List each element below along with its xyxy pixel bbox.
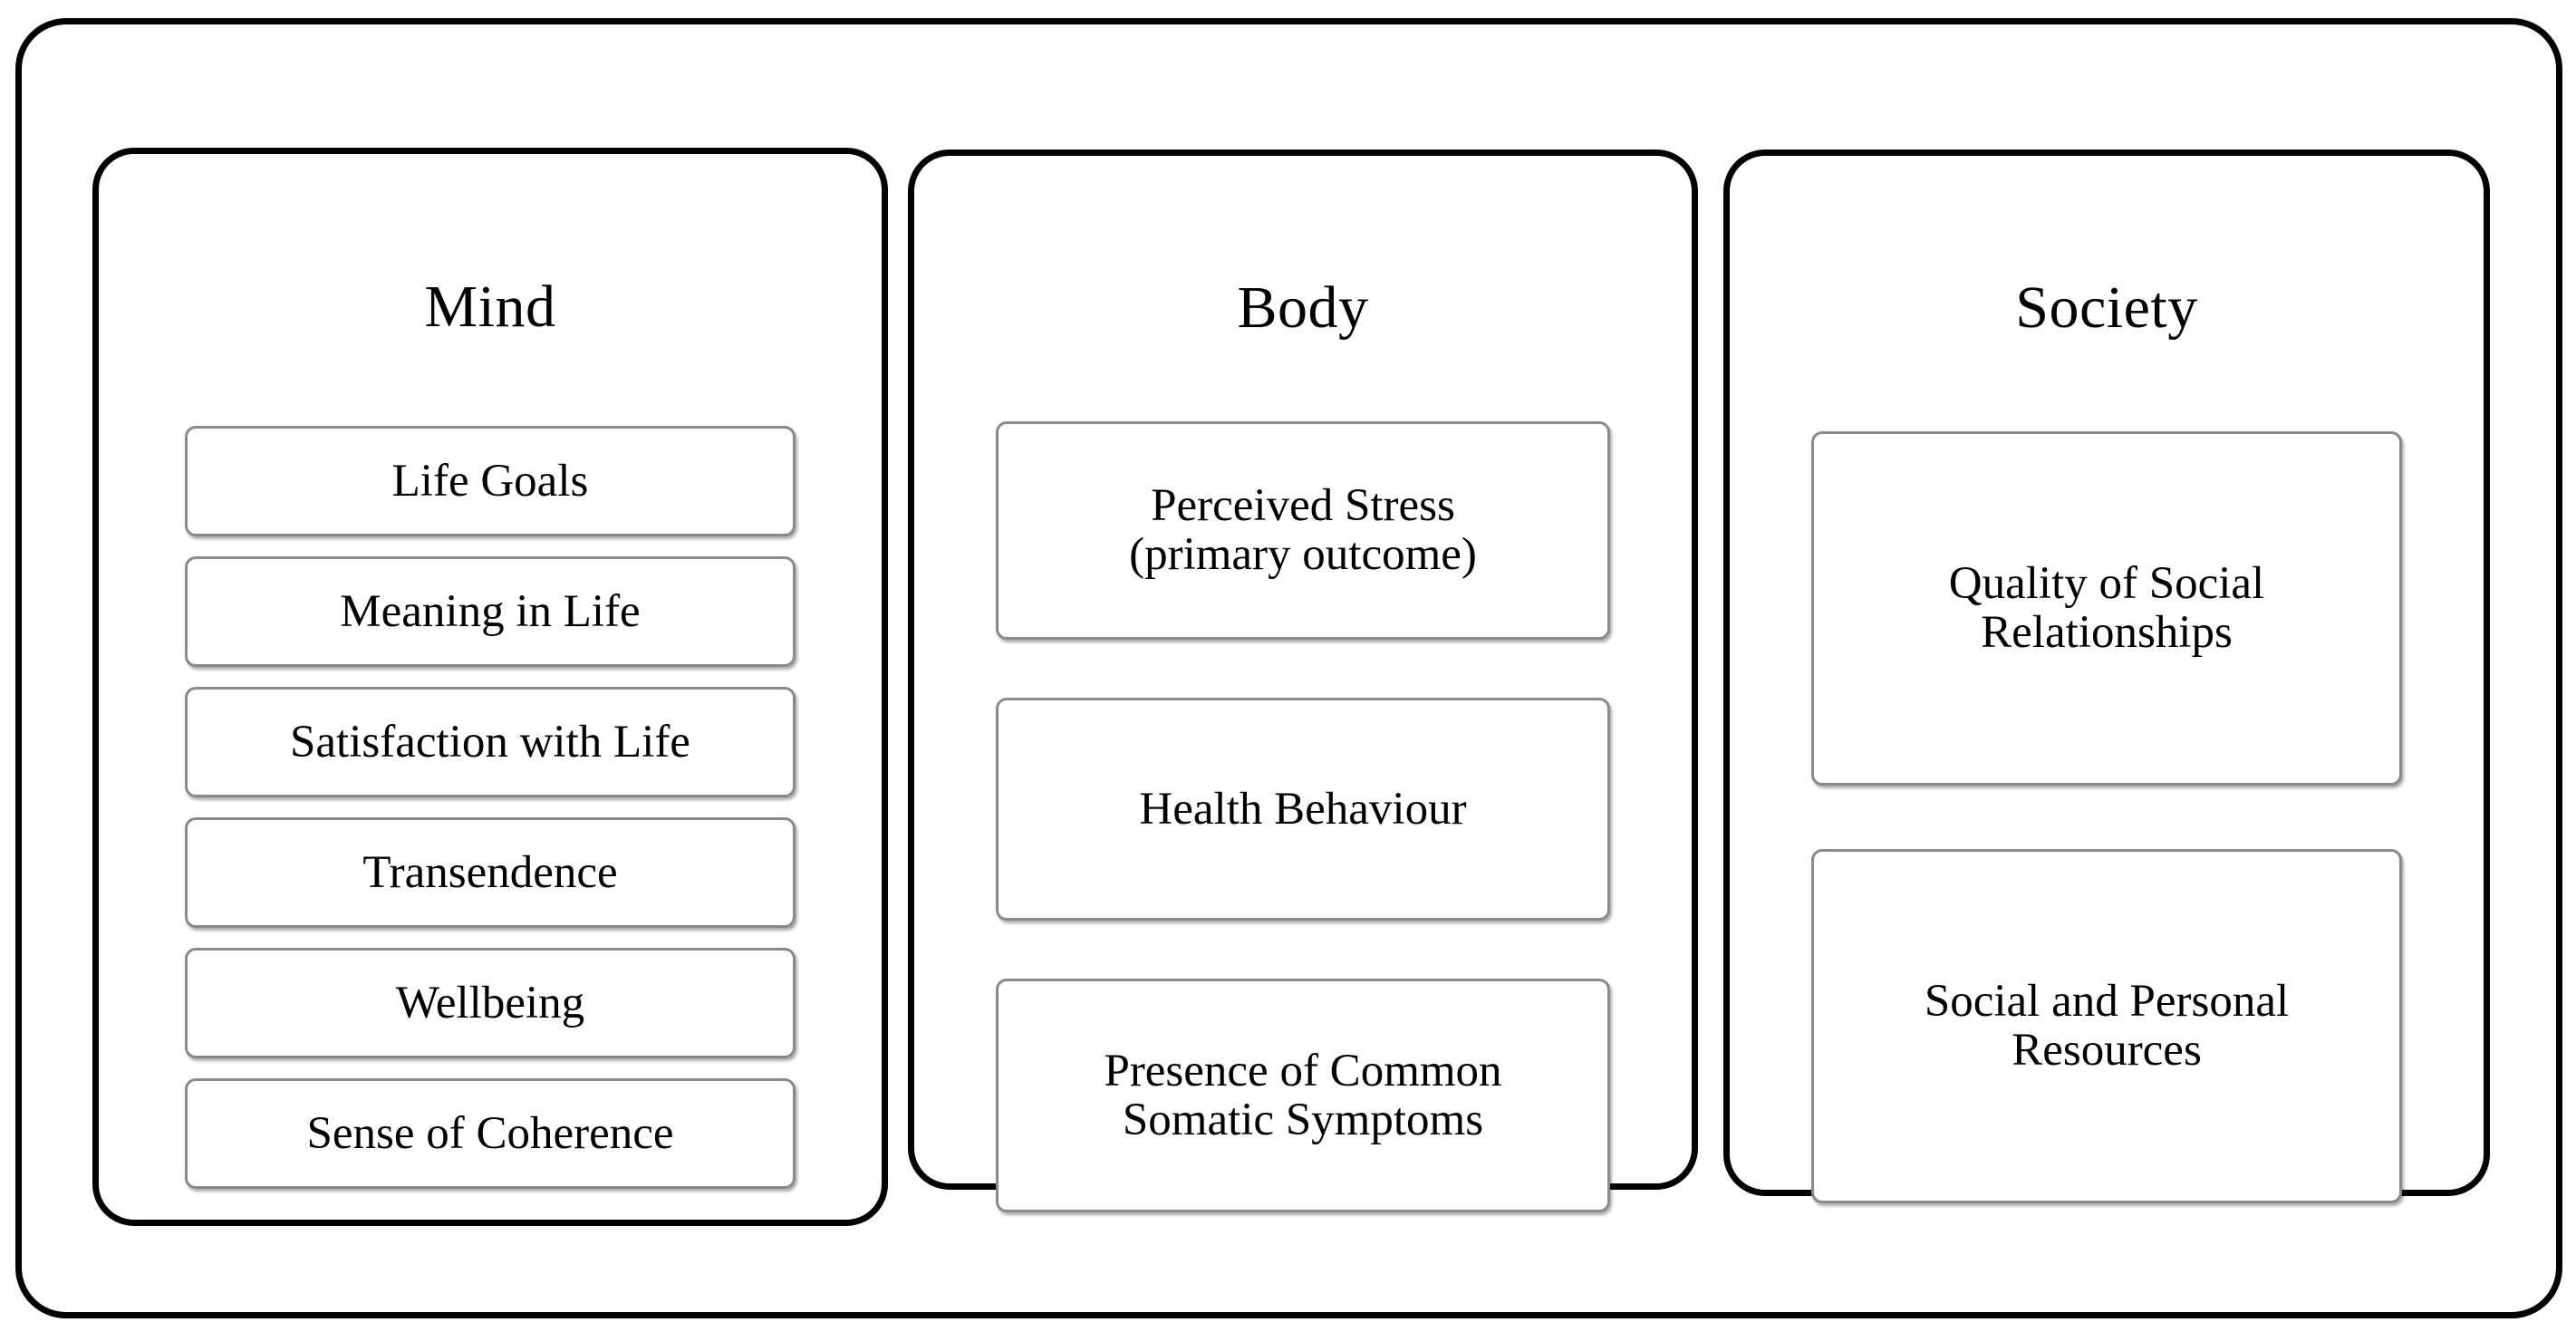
item-box-common-somatic-symptoms: Presence of Common Somatic Symptoms [996,978,1610,1212]
items-stack-society: Quality of Social Relationships Social a… [1730,430,2484,1203]
item-box-health-behaviour: Health Behaviour [996,697,1610,921]
item-label-wellbeing: Wellbeing [395,977,585,1028]
item-box-social-and-personal-resources: Social and Personal Resources [1811,848,2402,1203]
item-box-meaning-in-life: Meaning in Life [185,555,796,667]
item-label-social-and-personal-resources: Social and Personal Resources [1924,976,2290,1076]
column-panel-mind: Mind Life Goals Meaning in Life Satisfac… [92,148,888,1226]
item-label-health-behaviour: Health Behaviour [1139,783,1467,835]
item-box-life-goals: Life Goals [185,425,796,536]
item-box-satisfaction-with-life: Satisfaction with Life [185,686,796,797]
item-box-wellbeing: Wellbeing [185,947,796,1058]
column-title-mind: Mind [424,274,556,340]
column-panel-body: Body Perceived Stress (primary outcome) … [908,150,1698,1212]
item-label-quality-of-social-relationships: Quality of Social Relationships [1948,558,2265,659]
item-box-sense-of-coherence: Sense of Coherence [185,1077,796,1189]
item-box-transendence: Transendence [185,816,796,928]
item-label-transendence: Transendence [362,846,618,898]
item-label-life-goals: Life Goals [391,455,589,507]
item-label-common-somatic-symptoms: Presence of Common Somatic Symptoms [1104,1045,1502,1145]
items-stack-mind: Life Goals Meaning in Life Satisfaction … [99,425,882,1189]
column-title-society: Society [2015,275,2198,341]
items-stack-body: Perceived Stress (primary outcome) Healt… [914,420,1692,1212]
column-title-body: Body [1237,275,1369,341]
item-label-sense-of-coherence: Sense of Coherence [306,1107,674,1159]
item-box-perceived-stress: Perceived Stress (primary outcome) [996,420,1610,640]
outer-frame: Mind Life Goals Meaning in Life Satisfac… [15,18,2562,1318]
item-label-meaning-in-life: Meaning in Life [340,585,641,637]
item-label-perceived-stress: Perceived Stress (primary outcome) [1129,480,1477,581]
item-label-satisfaction-with-life: Satisfaction with Life [290,716,690,767]
item-box-quality-of-social-relationships: Quality of Social Relationships [1811,430,2402,786]
column-panel-society: Society Quality of Social Relationships … [1723,150,2490,1203]
